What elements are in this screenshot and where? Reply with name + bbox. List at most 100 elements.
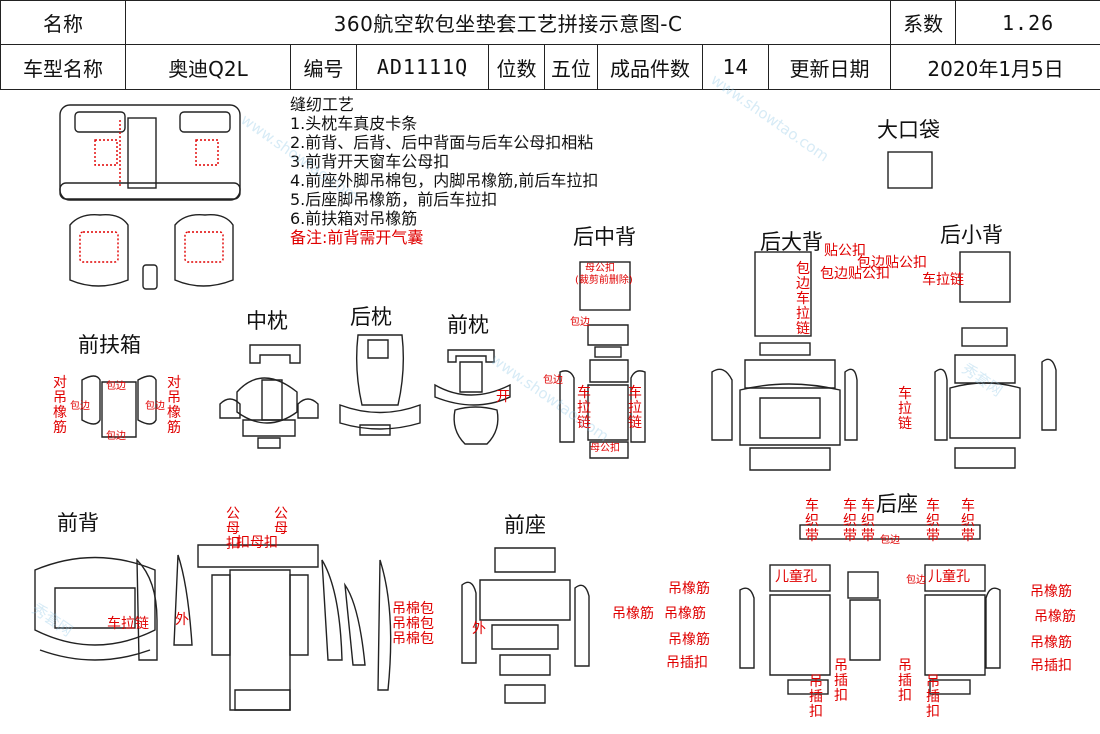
rear-small-back-pieces: [934, 251, 1057, 469]
label-rear-seat: 后座: [876, 492, 918, 516]
mid-pillow-pieces: [219, 344, 319, 449]
note-rear-elastic-r1: 吊橡筋: [1030, 584, 1072, 600]
note-front-back-outer: 外: [175, 612, 189, 628]
note-kids-hole-right: 儿童孔: [928, 569, 970, 585]
note-rear-clip-v1: 吊插扣: [834, 658, 848, 704]
coef-value: 1.26: [955, 0, 1100, 45]
model-label: 车型名称: [0, 44, 126, 90]
label-rear-mid-back: 后中背: [573, 225, 636, 249]
header-table: 名称 360航空软包坐垫套工艺拼接示意图-C 系数 1.26 车型名称 奥迪Q2…: [0, 0, 1100, 90]
rear-pillow-pieces: [339, 334, 421, 436]
note-hang-cotton-1: 吊棉包: [392, 601, 434, 617]
note-rear-mid-zipper-left: 车拉链: [577, 385, 591, 431]
note-mother-right: 母: [274, 521, 288, 537]
date-value: 2020年1月5日: [890, 44, 1100, 90]
note-mother-clip: 母公扣: [585, 263, 615, 274]
label-rear-big-back: 后大背: [760, 230, 823, 254]
note-webbing-5: 车织带: [961, 498, 975, 544]
note-webbing-2: 车织带: [843, 498, 857, 544]
note-rear-elastic-r2: 吊橡筋: [1034, 609, 1076, 625]
model-value: 奥迪Q2L: [125, 44, 291, 90]
note-front-seat-elastic: 吊橡筋: [612, 606, 654, 622]
note-rear-mid-edge: 包边: [570, 317, 590, 328]
note-item-3: 3.前背开天窗车公母扣: [290, 152, 450, 171]
rear-seat-pieces: [739, 524, 1001, 695]
note-hang-cotton-3: 吊棉包: [392, 631, 434, 647]
seats-value: 五位: [544, 44, 598, 90]
note-rear-clip-v4: 吊插扣: [926, 674, 940, 720]
note-small-back-zipper-v: 车拉链: [898, 386, 912, 432]
label-mid-pillow: 中枕: [246, 309, 288, 333]
note-mother-male-clip: 扣母扣: [236, 535, 278, 551]
note-clip-left: 扣: [226, 536, 240, 552]
label-front-armrest: 前扶箱: [78, 333, 141, 357]
note-pillow-slit: 开: [496, 389, 510, 405]
sewing-notes: 缝纫工艺 1.头枕车真皮卡条 2.前背、后背、后中背面与后车公母扣相粘 3.前背…: [290, 95, 598, 247]
code-label: 编号: [290, 44, 357, 90]
front-pillow-pieces: [434, 349, 511, 445]
pattern-diagram: 缝纫工艺 1.头枕车真皮卡条 2.前背、后背、后中背面与后车公母扣相粘 3.前背…: [0, 71, 1100, 734]
label-front-pillow: 前枕: [447, 313, 489, 337]
notes-title: 缝纫工艺: [290, 95, 355, 114]
pattern-drawing: [34, 104, 1057, 711]
note-armrest-edge-bottom: 包边: [106, 431, 126, 442]
seats-label: 位数: [488, 44, 545, 90]
pieces-label: 成品件数: [597, 44, 703, 90]
note-armrest-hang-right: 对吊橡筋: [167, 375, 181, 436]
note-patch-clip: 贴公扣: [824, 243, 866, 259]
note-armrest-edge-left: 包边: [70, 401, 90, 412]
note-webbing-3: 车织带: [861, 498, 875, 544]
rear-big-back-pieces: [711, 251, 858, 471]
rear-mid-back-pieces: [559, 261, 646, 459]
note-rear-mid-zipper-right: 车拉链: [628, 385, 642, 431]
note-male-left: 公: [226, 506, 240, 522]
note-webbing-1: 车织带: [805, 498, 819, 544]
note-edge-zipper: 包边车拉链: [796, 261, 810, 337]
front-back-pieces: [34, 544, 366, 711]
note-armrest-edge-top: 包边: [106, 381, 126, 392]
note-armrest-edge-right: 包边: [145, 401, 165, 412]
note-mother-left: 母: [226, 521, 240, 537]
note-male-right: 公: [274, 506, 288, 522]
coef-label: 系数: [890, 0, 957, 45]
note-item-6: 6.前扶箱对吊橡筋: [290, 209, 418, 228]
note-webbing-4: 车织带: [926, 498, 940, 544]
note-item-2: 2.前背、后背、后中背面与后车公母扣相粘: [290, 133, 594, 152]
note-remark: 备注:前背需开气囊: [290, 228, 424, 247]
sheet-title: 360航空软包坐垫套工艺拼接示意图-C: [124, 0, 892, 45]
note-front-seat-outer: 外: [472, 621, 486, 637]
note-item-1: 1.头枕车真皮卡条: [290, 114, 418, 133]
note-rear-mid-edge-side: 包边: [543, 375, 563, 386]
note-armrest-hang-left: 对吊橡筋: [53, 375, 67, 436]
pieces-value: 14: [702, 44, 769, 90]
note-edge-patch-b: 包边贴公扣: [820, 266, 890, 282]
label-front-seat: 前座: [504, 513, 546, 537]
note-rear-mid-male-clip: 母公扣: [590, 443, 620, 454]
note-rear-edge-b: 包边: [906, 575, 926, 586]
label-rear-pillow: 后枕: [350, 305, 392, 329]
note-rear-clip-v2: 吊插扣: [809, 674, 823, 720]
note-rear-elastic-2: 吊橡筋: [664, 606, 706, 622]
label-big-pocket: 大口袋: [877, 118, 940, 142]
note-rear-elastic-r3: 吊橡筋: [1030, 635, 1072, 651]
name-label: 名称: [0, 0, 126, 45]
label-front-back: 前背: [57, 511, 99, 535]
front-seat-pieces: [377, 547, 590, 704]
note-item-5: 5.后座脚吊橡筋，前后车拉扣: [290, 190, 498, 209]
note-rear-edge-a: 包边: [880, 535, 900, 546]
note-trim: (裁剪前删除): [575, 275, 633, 286]
note-rear-elastic-3: 吊橡筋: [668, 632, 710, 648]
label-rear-small-back: 后小背: [940, 223, 1003, 247]
note-small-back-zipper: 车拉链: [922, 272, 964, 288]
note-front-back-zipper: 车拉链: [107, 616, 149, 632]
note-rear-clip-v3: 吊插扣: [898, 658, 912, 704]
note-rear-elastic-1: 吊橡筋: [668, 581, 710, 597]
seat-overview-icon: [59, 104, 241, 290]
note-hang-cotton-2: 吊棉包: [392, 616, 434, 632]
big-pocket-piece: [887, 151, 933, 189]
note-rear-hang-clip-r: 吊插扣: [1030, 658, 1072, 674]
front-armrest-pieces: [81, 375, 157, 438]
date-label: 更新日期: [767, 44, 892, 90]
note-edge-patch-a: 包边贴公扣: [857, 255, 927, 271]
